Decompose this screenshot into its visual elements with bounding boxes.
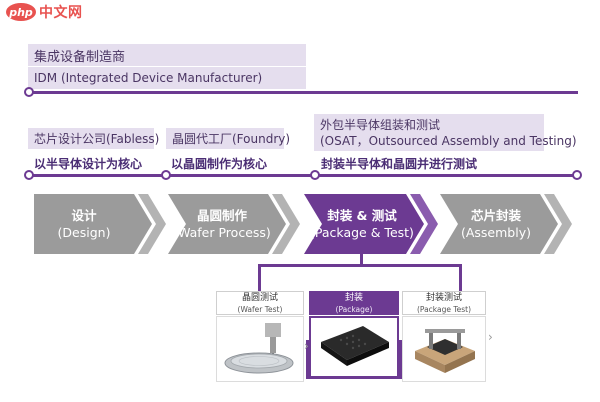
stage-design-name: 设计 <box>71 208 97 223</box>
connector-vertical <box>360 254 363 266</box>
card-package-test-name: 封装测试 <box>425 293 462 303</box>
card-arrow-3-icon: › <box>488 330 493 344</box>
segment-span-line <box>28 174 576 177</box>
stage-wafer-name: 晶圆制作 <box>196 208 247 223</box>
foundry-desc: 以晶圆制作为核心 <box>171 157 268 171</box>
card-wafer-test-label: 晶圆测试 (Wafer Test) <box>216 291 304 315</box>
stage-wafer-shape <box>168 194 300 254</box>
osat-node <box>310 170 320 180</box>
stage-package-name: 封装 & 测试 <box>327 208 397 223</box>
stage-wafer-en: (Wafer Process) <box>173 225 271 240</box>
stage-design-shape <box>34 194 166 254</box>
card-wafer-test-image <box>216 316 304 382</box>
connector-bottom-left <box>306 340 309 378</box>
logo-text: 中文网 <box>39 5 83 21</box>
stage-assembly-shape <box>440 194 572 254</box>
idm-subtitle: IDM (Integrated Device Manufacturer) <box>28 67 306 89</box>
stage-assembly-en: (Assembly) <box>460 225 531 240</box>
idm-span-line <box>30 91 578 94</box>
stage-design-en: (Design) <box>57 225 111 240</box>
stage-wafer: 晶圆制作 (Wafer Process) <box>172 194 272 254</box>
osat-desc: 封装半导体和晶圆并进行测试 <box>321 157 478 171</box>
stage-package-en: (Package & Test) <box>310 225 414 240</box>
idm-title: 集成设备制造商 <box>28 44 306 66</box>
fabless-node <box>24 170 34 180</box>
osat-title-box: 外包半导体组装和测试 (OSAT，Outsourced Assembly and… <box>314 114 577 151</box>
test-socket-icon <box>415 329 475 373</box>
site-logo: php 中文网 <box>6 2 83 22</box>
card-wafer-test-name: 晶圆测试 <box>241 293 278 303</box>
osat-title-line1: 外包半导体组装和测试 <box>320 117 441 132</box>
connector-horizontal <box>258 264 462 267</box>
stage-package-shape <box>304 194 438 254</box>
card-arrow-1-icon: › <box>304 339 309 353</box>
card-wafer-test-en: (Wafer Test) <box>237 305 283 314</box>
connector-bottom-right <box>399 340 402 378</box>
foundry-title: 晶圆代工厂(Foundry) <box>166 128 290 149</box>
idm-start-node <box>24 87 34 97</box>
stage-assembly-name: 芯片封装 <box>470 208 521 223</box>
card-package-label: 封装 (Package) <box>309 291 399 315</box>
card-package-test-en: (Package Test) <box>416 305 472 314</box>
wafer-prober-icon <box>224 323 294 374</box>
chip-package-icon <box>321 326 389 366</box>
card-package-test-label: 封装测试 (Package Test) <box>402 291 486 315</box>
card-package-test-image <box>402 316 486 382</box>
stage-package: 封装 & 测试 (Package & Test) <box>306 194 418 254</box>
foundry-node <box>161 170 171 180</box>
card-package-name: 封装 <box>344 293 363 303</box>
card-package-en: (Package) <box>335 305 373 314</box>
stage-assembly: 芯片封装 (Assembly) <box>446 194 546 254</box>
stage-design: 设计 (Design) <box>34 194 134 254</box>
end-node <box>572 170 582 180</box>
php-logo-badge: php <box>6 3 36 21</box>
connector-right-drop <box>459 264 462 291</box>
fabless-title: 芯片设计公司(Fabless) <box>28 128 159 149</box>
connector-left-drop <box>258 264 261 291</box>
card-package-image <box>309 316 399 378</box>
osat-title-line2: (OSAT，Outsourced Assembly and Testing) <box>320 133 577 148</box>
fabless-desc: 以半导体设计为核心 <box>34 157 143 171</box>
